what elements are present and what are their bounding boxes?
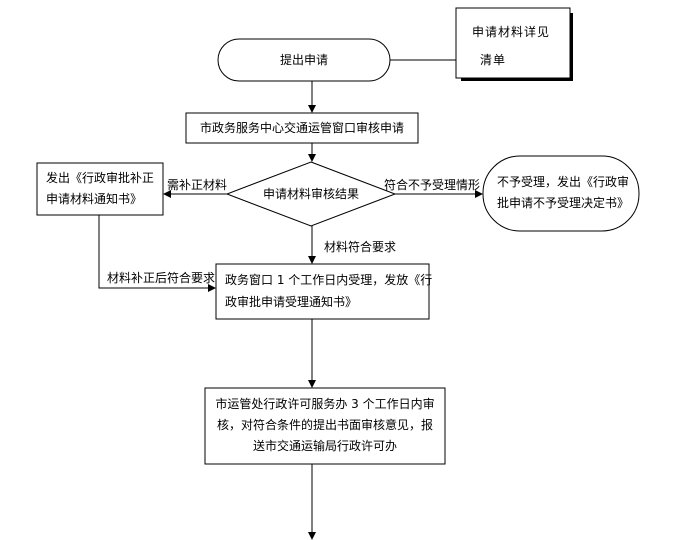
edge-supplement-to-accept xyxy=(98,215,216,292)
edge-label-materials-ok: 材料符合要求 xyxy=(324,240,397,254)
notify-supplement-box xyxy=(36,162,164,216)
transport-review-line2: 核，对符合条件的提出书面审核意见，报 xyxy=(216,418,433,432)
reject-line1: 不予受理，发出《行政审 xyxy=(497,175,630,189)
decision-label: 申请材料审核结果 xyxy=(262,187,359,201)
transport-review-line3: 送市交通运输局行政许可办 xyxy=(252,439,397,453)
accept-box xyxy=(215,263,430,320)
note-text-line2: 清单 xyxy=(480,53,507,67)
edge-label-need-supplement: 需补正材料 xyxy=(167,178,228,192)
accept-line2: 政审批申请受理通知书》 xyxy=(225,295,358,309)
reject-terminal xyxy=(482,155,640,232)
transport-review-line1: 市运管处行政许可服务办 3 个工作日内审 xyxy=(215,397,435,411)
edge-label-reject-condition: 符合不予受理情形 xyxy=(384,178,481,192)
note-box xyxy=(455,7,571,79)
note-text-line1: 申请材料详见 xyxy=(472,25,551,39)
notify-supplement-line1: 发出《行政审批补正 xyxy=(46,171,155,185)
accept-line1: 政务窗口 1 个工作日内受理，发放《行 xyxy=(225,273,433,287)
notify-supplement-line2: 申请材料通知书》 xyxy=(46,192,143,206)
reject-line2: 批申请不予受理决定书》 xyxy=(497,196,630,210)
review-request-box xyxy=(185,112,419,144)
start-terminal xyxy=(217,38,391,82)
start-label: 提出申请 xyxy=(279,53,328,67)
edge-label-supplement-ok: 材料补正后符合要求 xyxy=(107,271,216,285)
transport-review-box xyxy=(204,387,446,465)
review-request-label: 市政务服务中心交通运管窗口审核申请 xyxy=(199,121,404,135)
decision-diamond xyxy=(225,161,397,227)
